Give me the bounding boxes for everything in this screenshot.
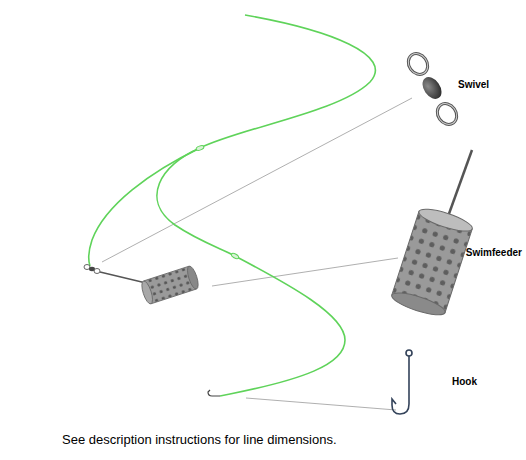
- line-knots: [196, 145, 240, 260]
- leader-line: [102, 98, 412, 262]
- part-label: Swivel: [458, 79, 489, 90]
- part-label: Hook: [452, 376, 477, 387]
- feeder-wire: [100, 272, 146, 283]
- leader-line: [212, 258, 398, 286]
- leader-lines: [102, 98, 412, 410]
- rig-hook: [208, 390, 220, 396]
- part-label: Swimfeeder: [466, 247, 522, 258]
- swivel-icon: [404, 50, 460, 128]
- rig-swimfeeder: [140, 265, 201, 305]
- fishing-line: [89, 15, 376, 396]
- caption: See description instructions for line di…: [62, 432, 337, 447]
- main-line: [89, 15, 376, 266]
- rig-swivel: [84, 265, 100, 274]
- leader-line: [246, 398, 396, 410]
- swimfeeder-icon: [390, 150, 475, 319]
- knot: [196, 145, 205, 151]
- hook-icon: [392, 350, 412, 414]
- knot: [231, 252, 240, 259]
